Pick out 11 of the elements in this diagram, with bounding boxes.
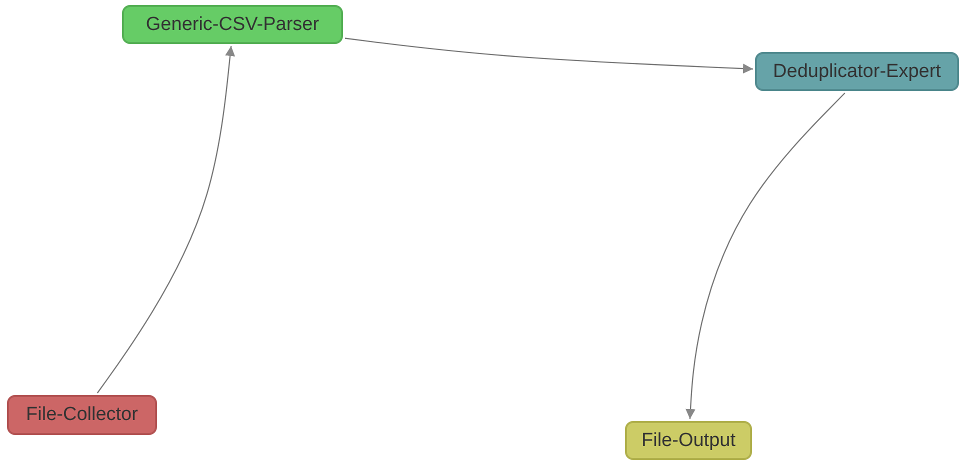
process-box <box>122 5 343 44</box>
process-box <box>625 421 752 460</box>
arrow <box>344 38 754 74</box>
arrow <box>686 92 846 420</box>
arrow <box>96 46 236 394</box>
node-label: File-Collector <box>26 404 138 426</box>
node-label: Deduplicator-Expert <box>773 60 941 82</box>
process-box <box>7 395 157 435</box>
node-label: File-Output <box>642 430 736 452</box>
node-label: Generic-CSV-Parser <box>146 14 320 36</box>
process-box <box>755 52 959 91</box>
